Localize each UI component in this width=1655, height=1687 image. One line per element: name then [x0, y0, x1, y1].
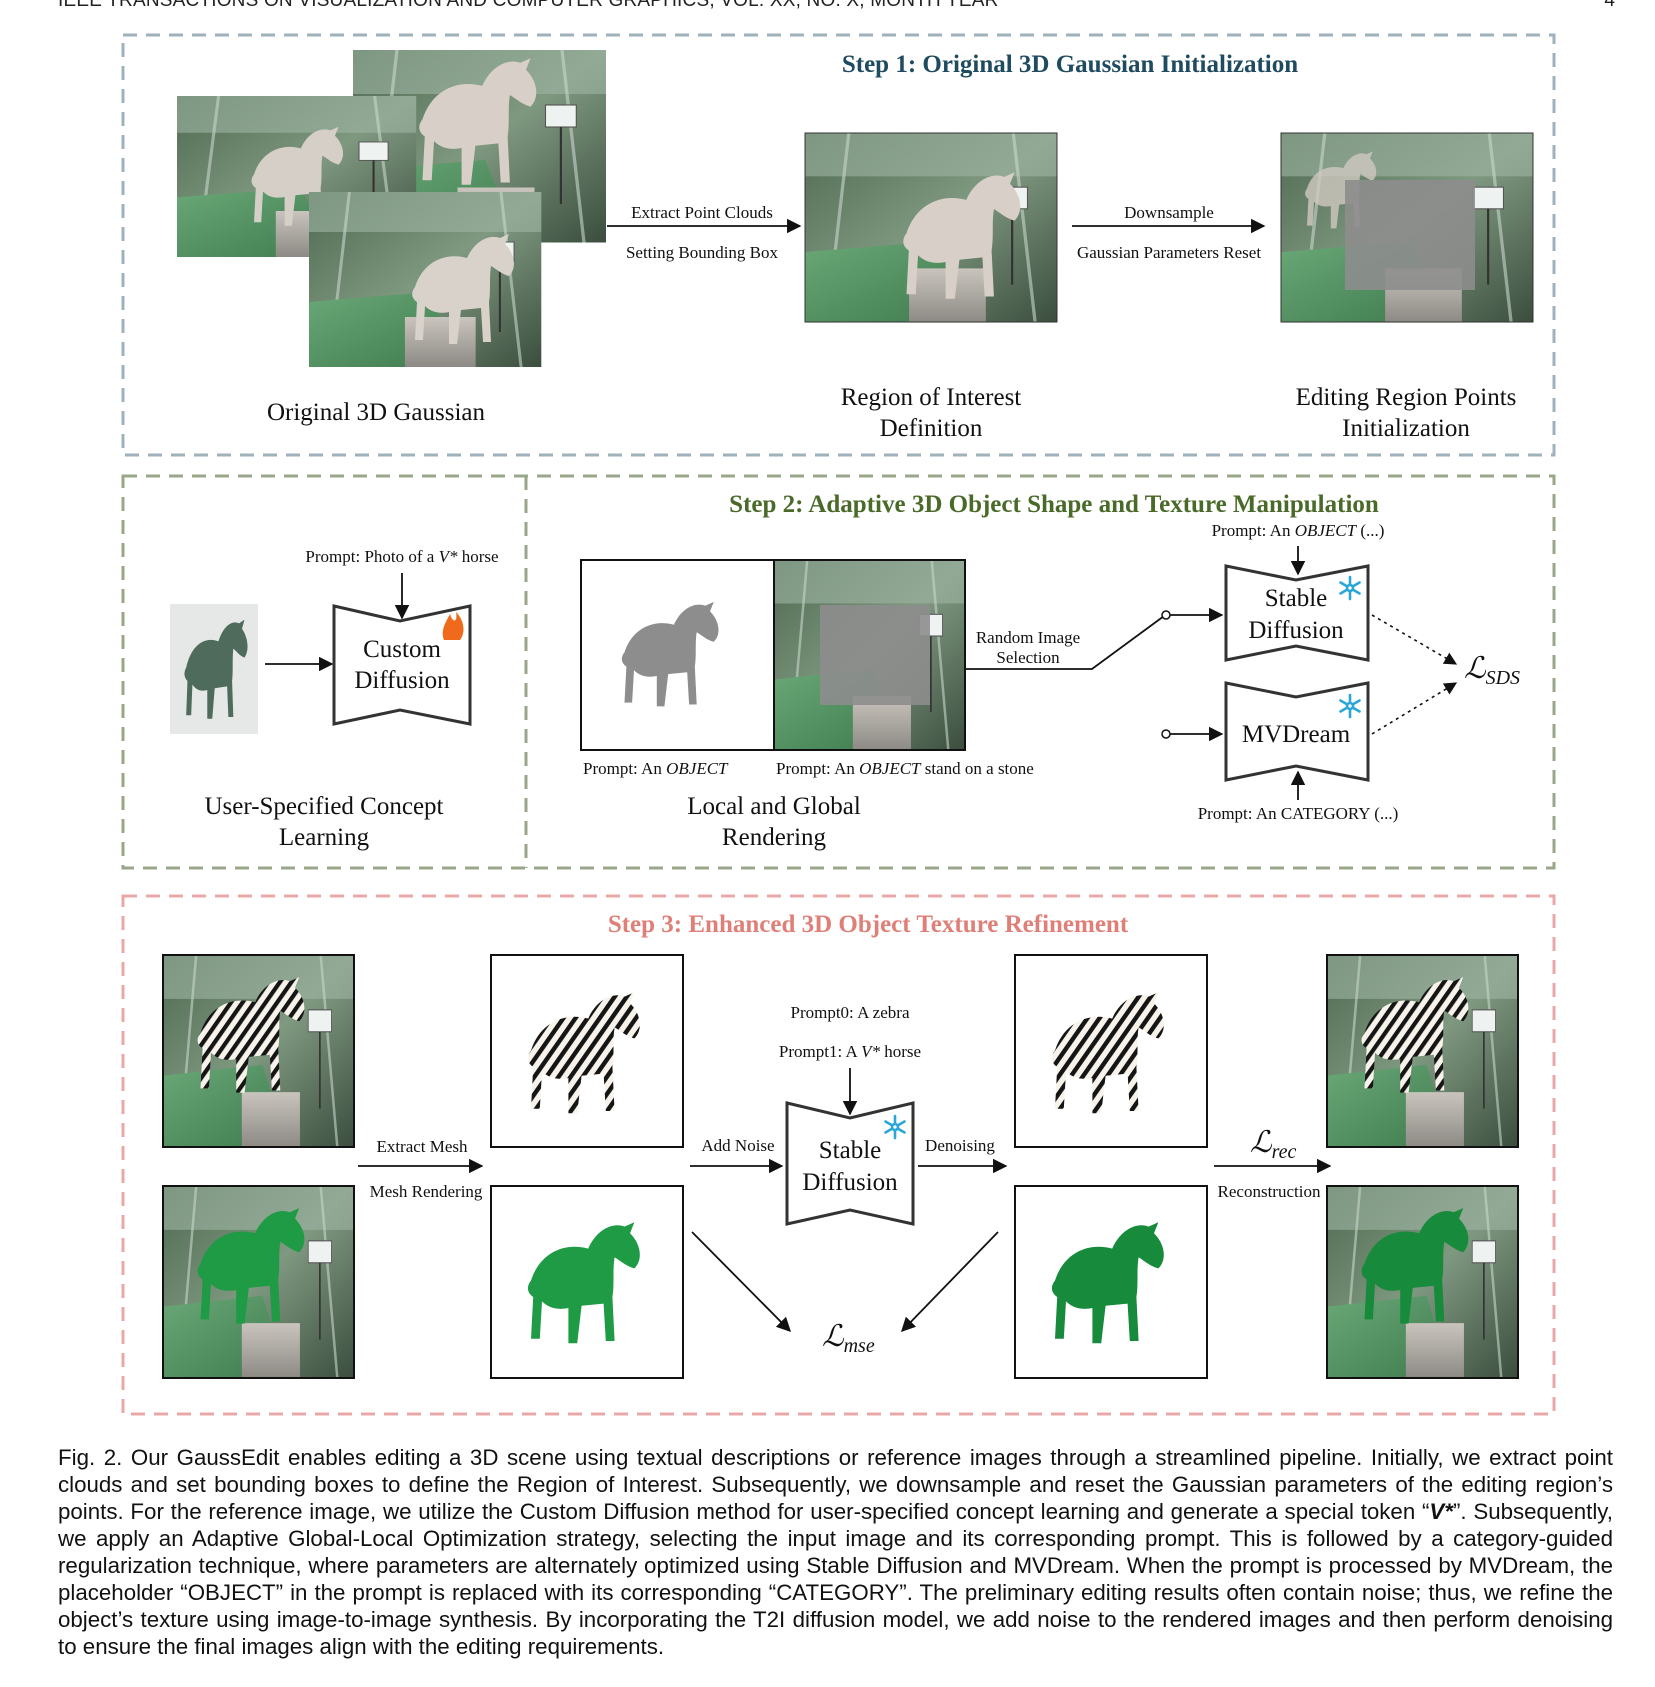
loss-mse: ℒmse: [822, 1320, 875, 1357]
custom-diffusion-label-1: Custom: [363, 636, 441, 663]
label-downsample: Downsample: [1124, 203, 1214, 222]
figure-caption: Fig. 2. Our GaussEdit enables editing a …: [58, 1444, 1613, 1660]
flame-icon: [442, 612, 464, 640]
label-init-line2: Initialization: [1342, 415, 1470, 442]
sd-label-1: Stable: [1265, 585, 1328, 612]
label-rendering-line2: Rendering: [722, 824, 827, 851]
switch-node-bottom: [1161, 729, 1171, 739]
editing-region-init-image: [1279, 131, 1535, 325]
global-rendering-image: [772, 558, 967, 752]
caption-part1: Fig. 2. Our GaussEdit enables editing a …: [58, 1445, 1613, 1524]
mvdream-label: MVDream: [1242, 721, 1351, 748]
custom-diffusion-label-2: Diffusion: [354, 667, 450, 694]
loss-rec: ℒrec: [1250, 1126, 1297, 1163]
label-add-noise: Add Noise: [701, 1136, 774, 1155]
reference-horse-image: [170, 604, 258, 734]
mesh-render-zebra: [490, 954, 684, 1148]
label-init-line1: Editing Region Points: [1296, 384, 1517, 411]
local-prompt: Prompt: An OBJECT: [583, 759, 729, 778]
scene-green-horse-photo-left: [161, 1184, 356, 1380]
local-rendering-image: [580, 559, 775, 751]
arrow-denoised-to-mse: [900, 1231, 999, 1333]
sd-prompt: Prompt: An OBJECT (...): [1212, 521, 1385, 540]
label-random-line1: Random Image: [976, 628, 1080, 647]
original-gaussian-photo-stack: [175, 48, 608, 369]
step1-frame: [121, 33, 1556, 457]
roi-definition-image: [803, 131, 1059, 325]
running-header: IEEE TRANSACTIONS ON VISUALIZATION AND C…: [58, 0, 999, 11]
global-prompt: Prompt: An OBJECT stand on a stone: [776, 759, 1034, 778]
prompt1: Prompt1: A V* horse: [779, 1042, 921, 1061]
label-original-3d-gaussian: Original 3D Gaussian: [267, 399, 486, 426]
pipeline-figure: Step 1: Original 3D Gaussian Initializat…: [121, 33, 1556, 1416]
dotted-arrow-mv-to-loss: [1371, 682, 1458, 735]
loss-sds: ℒSDS: [1464, 652, 1520, 689]
denoised-zebra: [1014, 954, 1208, 1148]
scene-green-horse-photo-right: [1325, 1184, 1520, 1380]
scene-zebra-photo-left: [161, 953, 356, 1149]
arrow-mesh-to-mse: [691, 1231, 792, 1333]
page-number: 4: [1604, 0, 1615, 11]
step3-frame: [121, 894, 1556, 1416]
step2-frame: [121, 474, 1556, 870]
label-extract-point-clouds: Extract Point Clouds: [631, 203, 773, 222]
random-selection-switch: [966, 615, 1165, 670]
label-concept-line1: User-Specified Concept: [204, 793, 443, 820]
mv-prompt: Prompt: An CATEGORY (...): [1198, 804, 1399, 823]
switch-node-top: [1161, 610, 1171, 620]
mvdream-block: [1224, 681, 1370, 782]
step3-title: Step 3: Enhanced 3D Object Texture Refin…: [608, 911, 1129, 938]
custom-diffusion-block: [332, 604, 472, 726]
label-roi-line2: Definition: [880, 415, 983, 442]
prompt0: Prompt0: A zebra: [791, 1003, 910, 1022]
sd3-label-2: Diffusion: [802, 1169, 898, 1196]
scene-zebra-photo-right: [1325, 953, 1520, 1149]
dotted-arrow-sd-to-loss: [1371, 614, 1458, 665]
label-denoising: Denoising: [925, 1136, 995, 1155]
label-random-line2: Selection: [996, 648, 1060, 667]
label-gaussian-params-reset: Gaussian Parameters Reset: [1077, 243, 1261, 262]
label-rendering-line1: Local and Global: [687, 793, 861, 820]
step2-title: Step 2: Adaptive 3D Object Shape and Tex…: [729, 491, 1379, 518]
caption-token: V*: [1429, 1499, 1453, 1524]
label-roi-line1: Region of Interest: [841, 384, 1022, 411]
stable-diffusion-block-step2: [1224, 564, 1370, 662]
sd3-label-1: Stable: [819, 1137, 882, 1164]
sd-label-2: Diffusion: [1248, 617, 1344, 644]
label-reconstruction: Reconstruction: [1218, 1182, 1321, 1201]
mesh-render-green-horse: [490, 1185, 684, 1379]
caption-part2: ”. Subsequently, we apply an Adaptive Gl…: [58, 1499, 1613, 1659]
stable-diffusion-block-step3: [785, 1101, 915, 1226]
label-setting-bounding-box: Setting Bounding Box: [626, 243, 779, 262]
label-extract-mesh: Extract Mesh: [376, 1137, 468, 1156]
denoised-green-horse: [1014, 1185, 1208, 1379]
custom-prompt: Prompt: Photo of a V* horse: [305, 547, 498, 566]
label-mesh-rendering: Mesh Rendering: [370, 1182, 483, 1201]
step1-title: Step 1: Original 3D Gaussian Initializat…: [842, 51, 1298, 78]
label-concept-line2: Learning: [279, 824, 370, 851]
